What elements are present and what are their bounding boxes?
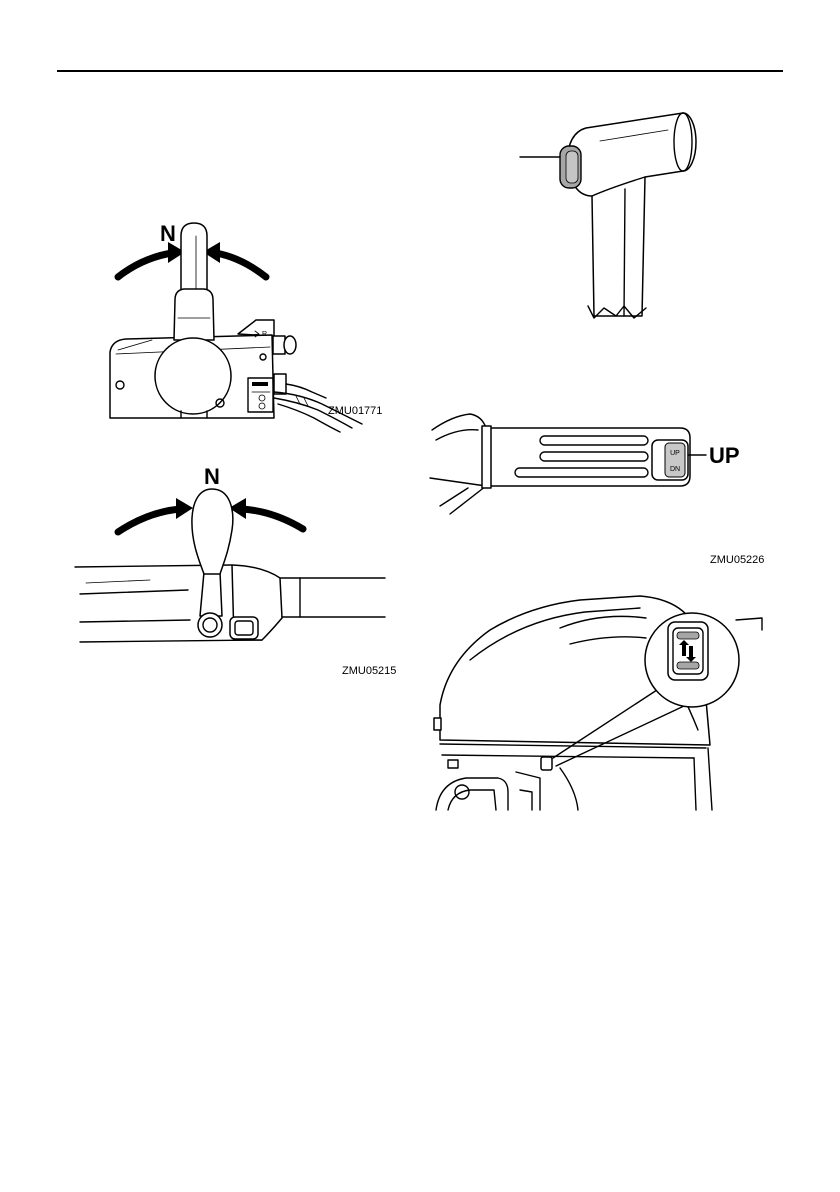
shift-lever [192, 489, 233, 637]
up-callout: UP [709, 443, 740, 468]
bracket-fitting [448, 760, 458, 768]
reverse-mark: R [262, 331, 267, 338]
inset-callout-line [736, 618, 762, 630]
tiller-shift-figure: N ZMU05215 [75, 464, 396, 677]
inset-switch-bottom-bar [677, 662, 699, 669]
cable-4 [286, 384, 326, 398]
handle-leg-edge [624, 189, 625, 316]
control-lever-hub [174, 289, 214, 340]
remote-control-figure: N F R [110, 221, 382, 432]
cowling-figure [434, 596, 762, 810]
inset-switch-top-bar [677, 632, 699, 639]
throttle-button-cap [284, 336, 296, 354]
tiller-lower-edge [80, 620, 190, 622]
cowling-trim-switch [541, 757, 552, 770]
right-motion-arrow [229, 498, 303, 529]
apron-inner-edge [694, 758, 696, 810]
handle-trim-switch-face [566, 151, 578, 183]
switch-down-text: DN [670, 466, 680, 473]
cowling-latch [434, 718, 441, 730]
control-box-bracket [238, 320, 274, 336]
bracket-arm-inner [520, 790, 532, 810]
bracket-outline [436, 778, 508, 810]
throttle-only-button [273, 336, 296, 354]
figure-code: ZMU05215 [342, 665, 396, 677]
shift-lever-grip [192, 489, 233, 574]
figure-code: ZMU05226 [710, 554, 764, 566]
apron-right-edge [708, 748, 712, 810]
cable-connector [274, 374, 286, 394]
shift-lever-arm [200, 572, 222, 616]
tiller-arm-bottom [430, 478, 486, 486]
bracket-assembly [436, 760, 540, 810]
tiller-arm-lower-edge [450, 486, 486, 514]
neutral-label: N [204, 464, 220, 489]
tiller-grip-figure: UP DN UP ZMU05226 [430, 414, 764, 566]
left-motion-arrow [118, 242, 185, 277]
tiller-body [75, 565, 385, 642]
left-motion-arrow [118, 498, 193, 532]
neutral-label: N [160, 221, 176, 246]
tiller-arm-top-inner [436, 430, 478, 440]
control-handle-body [567, 113, 696, 316]
control-cables [274, 374, 362, 432]
right-motion-arrow [203, 242, 266, 277]
apron-lower-edge [442, 755, 694, 758]
switch-detail-inset [645, 613, 739, 707]
tiller-mid-edge [80, 590, 188, 594]
tiller-arm-top [432, 414, 486, 430]
grip-collar [482, 426, 491, 488]
control-handle-figure [520, 113, 696, 318]
lower-casing-edge [560, 768, 578, 810]
figure-code: ZMU01771 [328, 405, 382, 417]
shift-lever-pivot [198, 613, 222, 637]
switch-up-text: UP [670, 450, 680, 457]
control-box-hub-cover [155, 338, 231, 414]
tiller-highlight [86, 580, 150, 583]
label-panel-mark-1 [252, 382, 268, 386]
throttle-button-collar [273, 336, 285, 354]
